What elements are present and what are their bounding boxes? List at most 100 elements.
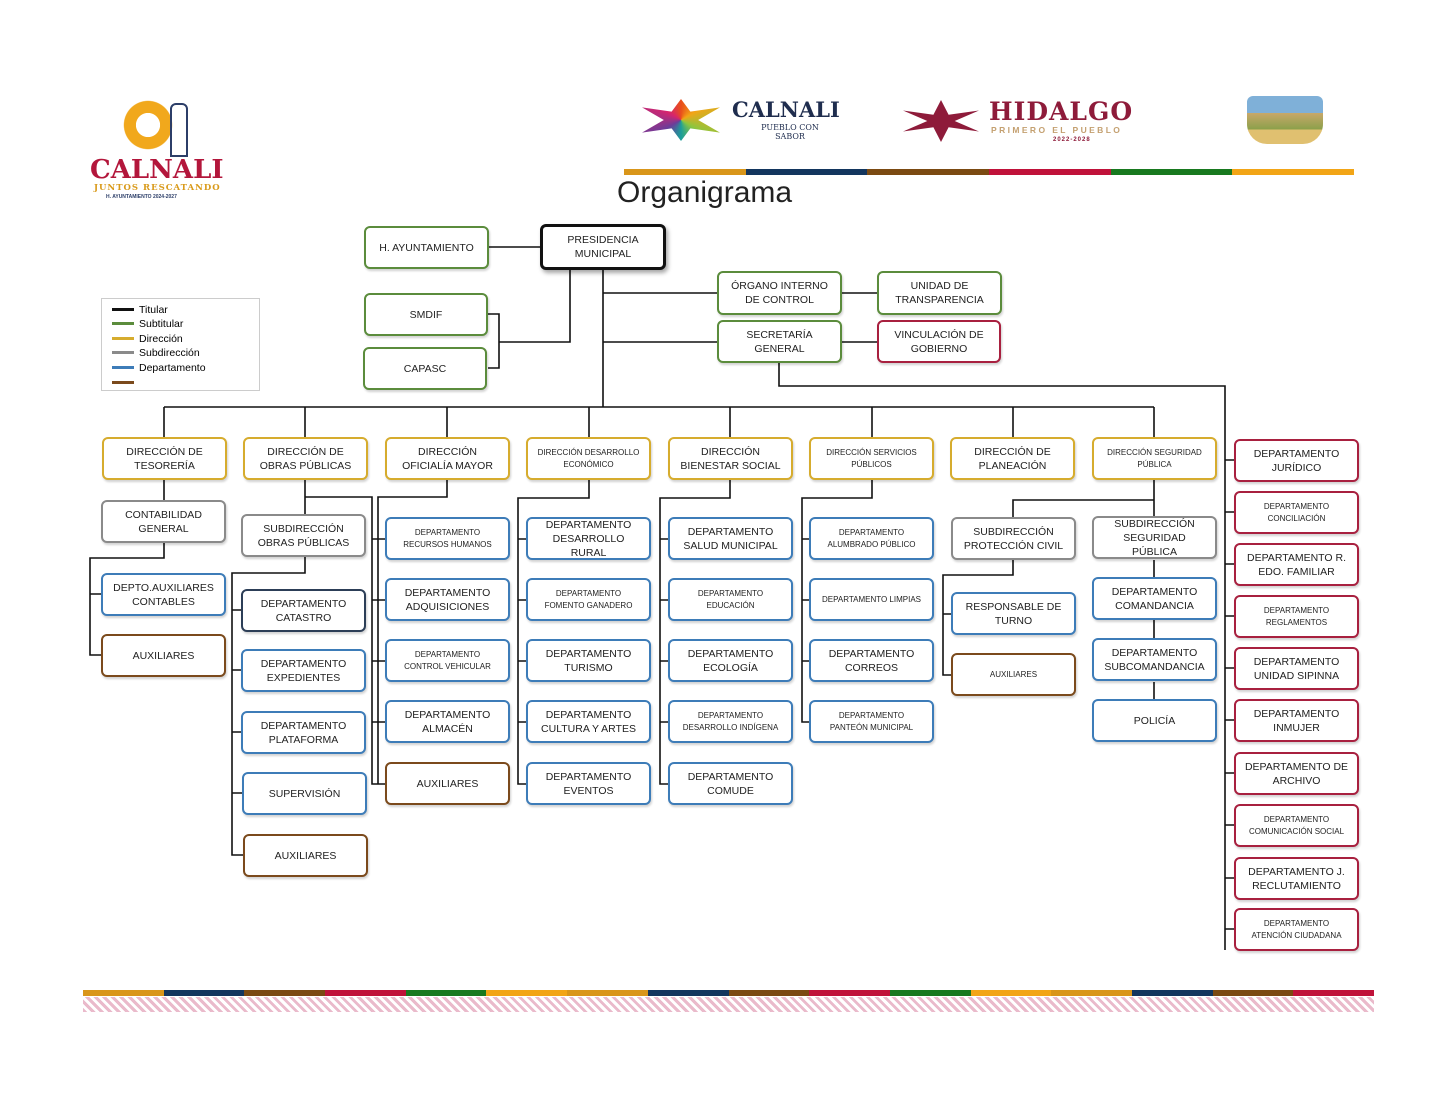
box-label: PRESIDENCIA MUNICIPAL [567, 234, 639, 260]
box-label: DIRECCIÓN SEGURIDAD PÚBLICA [1107, 447, 1202, 469]
department-box: SUBDIRECCIÓN PROTECCIÓN CIVIL [951, 517, 1076, 560]
box-label: DEPARTAMENTO COMUNICACIÓN SOCIAL [1248, 814, 1345, 836]
legend-swatch [112, 381, 134, 384]
box-label: SUBDIRECCIÓN SEGURIDAD PÚBLICA [1114, 517, 1195, 558]
legend-label: Departamento [139, 361, 206, 374]
connector [942, 480, 1155, 676]
box-label: DEPARTAMENTO EVENTOS [545, 770, 632, 797]
department-box: DEPARTAMENTO CORREOS [809, 639, 934, 682]
hidalgo-years: 2022-2028 [1053, 137, 1091, 143]
department-box: DEPARTAMENTO EDUCACIÓN [668, 578, 793, 621]
department-box: CONTABILIDAD GENERAL [101, 500, 226, 543]
calnali-municipal-logo: CALNALI JUNTOS RESCATANDO H. AYUNTAMIENT… [88, 95, 224, 200]
logo-left-tagline: JUNTOS RESCATANDO [94, 183, 221, 193]
right-department-box: DEPARTAMENTO INMUJER [1234, 699, 1359, 742]
box-label: DEPARTAMENTO PANTEÓN MUNICIPAL [829, 710, 914, 732]
box-label: DEPTO.AUXILIARES CONTABLES [113, 581, 214, 608]
legend-swatch [112, 308, 134, 311]
box-label: DEPARTAMENTO SUBCOMANDANCIA [1104, 646, 1205, 673]
department-box: DEPARTAMENTO PLATAFORMA [241, 711, 366, 754]
logo-left-subline: H. AYUNTAMIENTO 2024-2027 [106, 194, 177, 200]
strip-segment [728, 990, 810, 996]
box-label: SUPERVISIÓN [268, 787, 341, 800]
state-coat-of-arms-icon [1247, 96, 1323, 144]
legend-item: Dirección [112, 332, 183, 345]
box-label: DEPARTAMENTO DESARROLLO RURAL [545, 518, 632, 559]
page-title: Organigrama [617, 176, 793, 209]
right-department-box: DEPARTAMENTO DE ARCHIVO [1234, 752, 1359, 795]
header-color-strip [624, 169, 1355, 175]
box-label: DEPARTAMENTO EDUCACIÓN [697, 588, 764, 610]
strip-segment [867, 169, 990, 175]
right-department-box: DEPARTAMENTO CONCILIACIÓN [1234, 491, 1359, 534]
box-label: CAPASC [403, 362, 447, 375]
department-box: SUBDIRECCIÓN SEGURIDAD PÚBLICA [1092, 516, 1217, 559]
box-label: DEPARTAMENTO JURÍDICO [1253, 447, 1340, 474]
box-label: DEPARTAMENTO ECOLOGÍA [687, 647, 774, 674]
department-box: DEPARTAMENTO DESARROLLO INDÍGENA [668, 700, 793, 743]
right-department-box: DEPARTAMENTO UNIDAD SIPINNA [1234, 647, 1359, 690]
box-label: VINCULACIÓN DE GOBIERNO [894, 328, 984, 355]
box-label: DEPARTAMENTO FOMENTO GANADERO [544, 588, 633, 610]
box-label: DEPARTAMENTO ALMACÉN [404, 708, 491, 735]
strip-segment [163, 990, 245, 996]
box-label: DIRECCIÓN SERVICIOS PÚBLICOS [826, 447, 917, 469]
box-label: DEPARTAMENTO UNIDAD SIPINNA [1253, 655, 1340, 682]
strip-segment [1051, 990, 1132, 996]
box-label: DEPARTAMENTO CONTROL VEHICULAR [404, 649, 491, 671]
department-box: AUXILIARES [951, 653, 1076, 696]
department-box: DEPARTAMENTO SALUD MUNICIPAL [668, 517, 793, 560]
direccion-box: DIRECCIÓN DE OBRAS PÚBLICAS [243, 437, 368, 480]
box-label: AUXILIARES [989, 669, 1038, 679]
calnali-pueblo-logo: CALNALI PUEBLO CON SABOR [640, 97, 870, 147]
department-box: DEPARTAMENTO RECURSOS HUMANOS [385, 517, 510, 560]
box-label: AUXILIARES [274, 849, 337, 862]
department-box: POLICÍA [1092, 699, 1217, 742]
direccion-box: DIRECCIÓN SEGURIDAD PÚBLICA [1092, 437, 1217, 480]
connector [517, 480, 590, 785]
box-label: UNIDAD DE TRANSPARENCIA [895, 280, 984, 306]
box-label: DEPARTAMENTO TURISMO [545, 647, 632, 674]
department-box: DEPARTAMENTO CONTROL VEHICULAR [385, 639, 510, 682]
logo-center-tagline: PUEBLO CON SABOR [761, 123, 819, 141]
department-box: SUPERVISIÓN [242, 772, 367, 815]
box-label: DEPARTAMENTO EXPEDIENTES [260, 657, 347, 684]
box-label: DEPARTAMENTO COMUDE [687, 770, 774, 797]
direccion-box: DIRECCIÓN DE TESORERÍA [102, 437, 227, 480]
logo-center-name: CALNALI [732, 97, 840, 122]
box-label: AUXILIARES [416, 777, 479, 790]
department-box: DEPARTAMENTO SUBCOMANDANCIA [1092, 638, 1217, 681]
direccion-box: DIRECCIÓN OFICIALÍA MAYOR [385, 437, 510, 480]
legend-swatch [112, 351, 134, 354]
department-box: DEPARTAMENTO COMANDANCIA [1092, 577, 1217, 620]
box-label: DEPARTAMENTO ATENCIÓN CIUDADANA [1251, 918, 1342, 940]
department-box: DEPARTAMENTO ECOLOGÍA [668, 639, 793, 682]
strip-segment [624, 169, 746, 175]
box-label: DEPARTAMENTO R. EDO. FAMILIAR [1247, 551, 1346, 578]
hidalgo-tagline: PRIMERO EL PUEBLO [991, 125, 1123, 135]
footer-embroidery-pattern [83, 997, 1374, 1012]
legend-label: Subdirección [139, 346, 200, 359]
strip-segment [745, 169, 868, 175]
department-box: DEPARTAMENTO ADQUISICIONES [385, 578, 510, 621]
box-label: DEPARTAMENTO INMUJER [1253, 707, 1340, 734]
right-department-box: DEPARTAMENTO REGLAMENTOS [1234, 595, 1359, 638]
department-box: AUXILIARES [101, 634, 226, 677]
hidalgo-logo: HIDALGO PRIMERO EL PUEBLO 2022-2028 [903, 98, 1213, 148]
strip-segment [567, 990, 648, 996]
legend-item [112, 376, 139, 389]
strip-segment [325, 990, 406, 996]
logo-left-name: CALNALI [90, 155, 224, 185]
strip-segment [1110, 169, 1233, 175]
department-box: DEPARTAMENTO EXPEDIENTES [241, 649, 366, 692]
box-label: DEPARTAMENTO RECURSOS HUMANOS [403, 527, 492, 549]
sun-emblem-icon [120, 97, 176, 153]
box-label: ÓRGANO INTERNO DE CONTROL [731, 280, 828, 306]
ayuntamiento-box: H. AYUNTAMIENTO [364, 226, 489, 269]
organo-interno-box: ÓRGANO INTERNO DE CONTROL [717, 271, 842, 315]
direccion-box: DIRECCIÓN BIENESTAR SOCIAL [668, 437, 793, 480]
right-department-box: DEPARTAMENTO J. RECLUTAMIENTO [1234, 857, 1359, 900]
box-label: DIRECCIÓN BIENESTAR SOCIAL [680, 445, 781, 472]
transparencia-box: UNIDAD DE TRANSPARENCIA [877, 271, 1002, 315]
strip-segment [1131, 990, 1213, 996]
